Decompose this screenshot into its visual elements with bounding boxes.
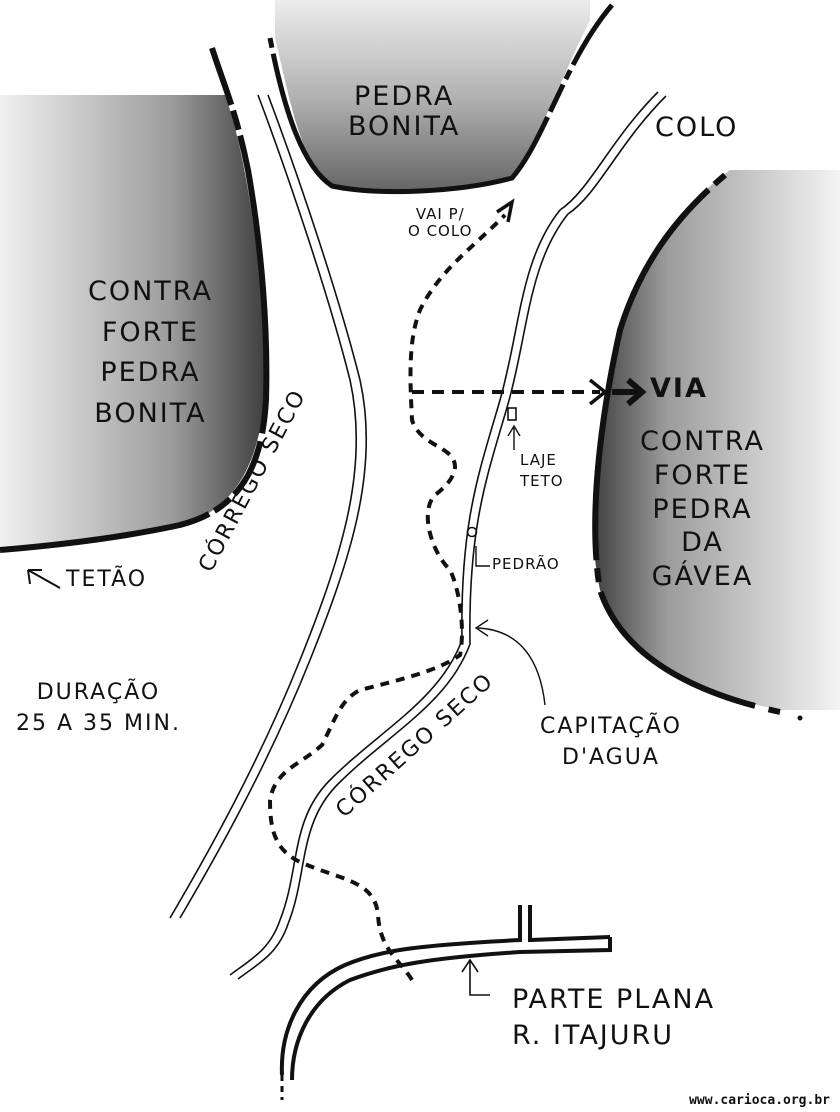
rock-edge-left [0,47,270,553]
label-via: VIA [650,373,708,404]
label-contra-forte-pedra-bonita: CONTRA FORTE PEDRA BONITA [88,276,213,429]
rock-contra-forte-pedra-da-gavea [592,170,840,710]
label-contra-forte-pedra-da-gavea: CONTRA FORTE PEDRA DA GÁVEA [640,426,765,592]
label-vai-colo: VAI P/ O COLO [408,205,473,240]
laje-teto-marker [507,407,517,421]
road-itajuru [279,905,611,1076]
label-laje-teto: LAJE TETO [520,451,564,490]
stream-corrego-seco-upper [169,94,358,919]
label-capitacao: CAPITAÇÃO D'AGUA [540,714,682,770]
parte-plana-pointer [461,958,490,996]
label-pedrao: PEDRÃO [492,555,560,573]
label-tetao: TETÃO [66,567,148,592]
rock-contra-forte-pedra-bonita [0,95,266,550]
capitacao-pointer [474,619,546,706]
credit-url[interactable]: www.carioca.org.br [689,1093,830,1108]
label-pedra-bonita: PEDRA BONITA [348,81,461,143]
label-colo: COLO [655,112,739,143]
pedrao-marker [466,526,478,538]
label-duracao: DURAÇÃO 25 A 35 MIN. [16,680,181,736]
stream-main [229,91,659,976]
label-parte-plana: PARTE PLANA R. ITAJURU [512,984,716,1052]
tetao-arrow [27,569,61,589]
rock-pedra-bonita [275,0,590,191]
rock-edge-top [267,3,614,195]
rock-edge-right [592,172,781,715]
via-arrow [612,377,647,407]
trail-dashed [267,213,507,982]
